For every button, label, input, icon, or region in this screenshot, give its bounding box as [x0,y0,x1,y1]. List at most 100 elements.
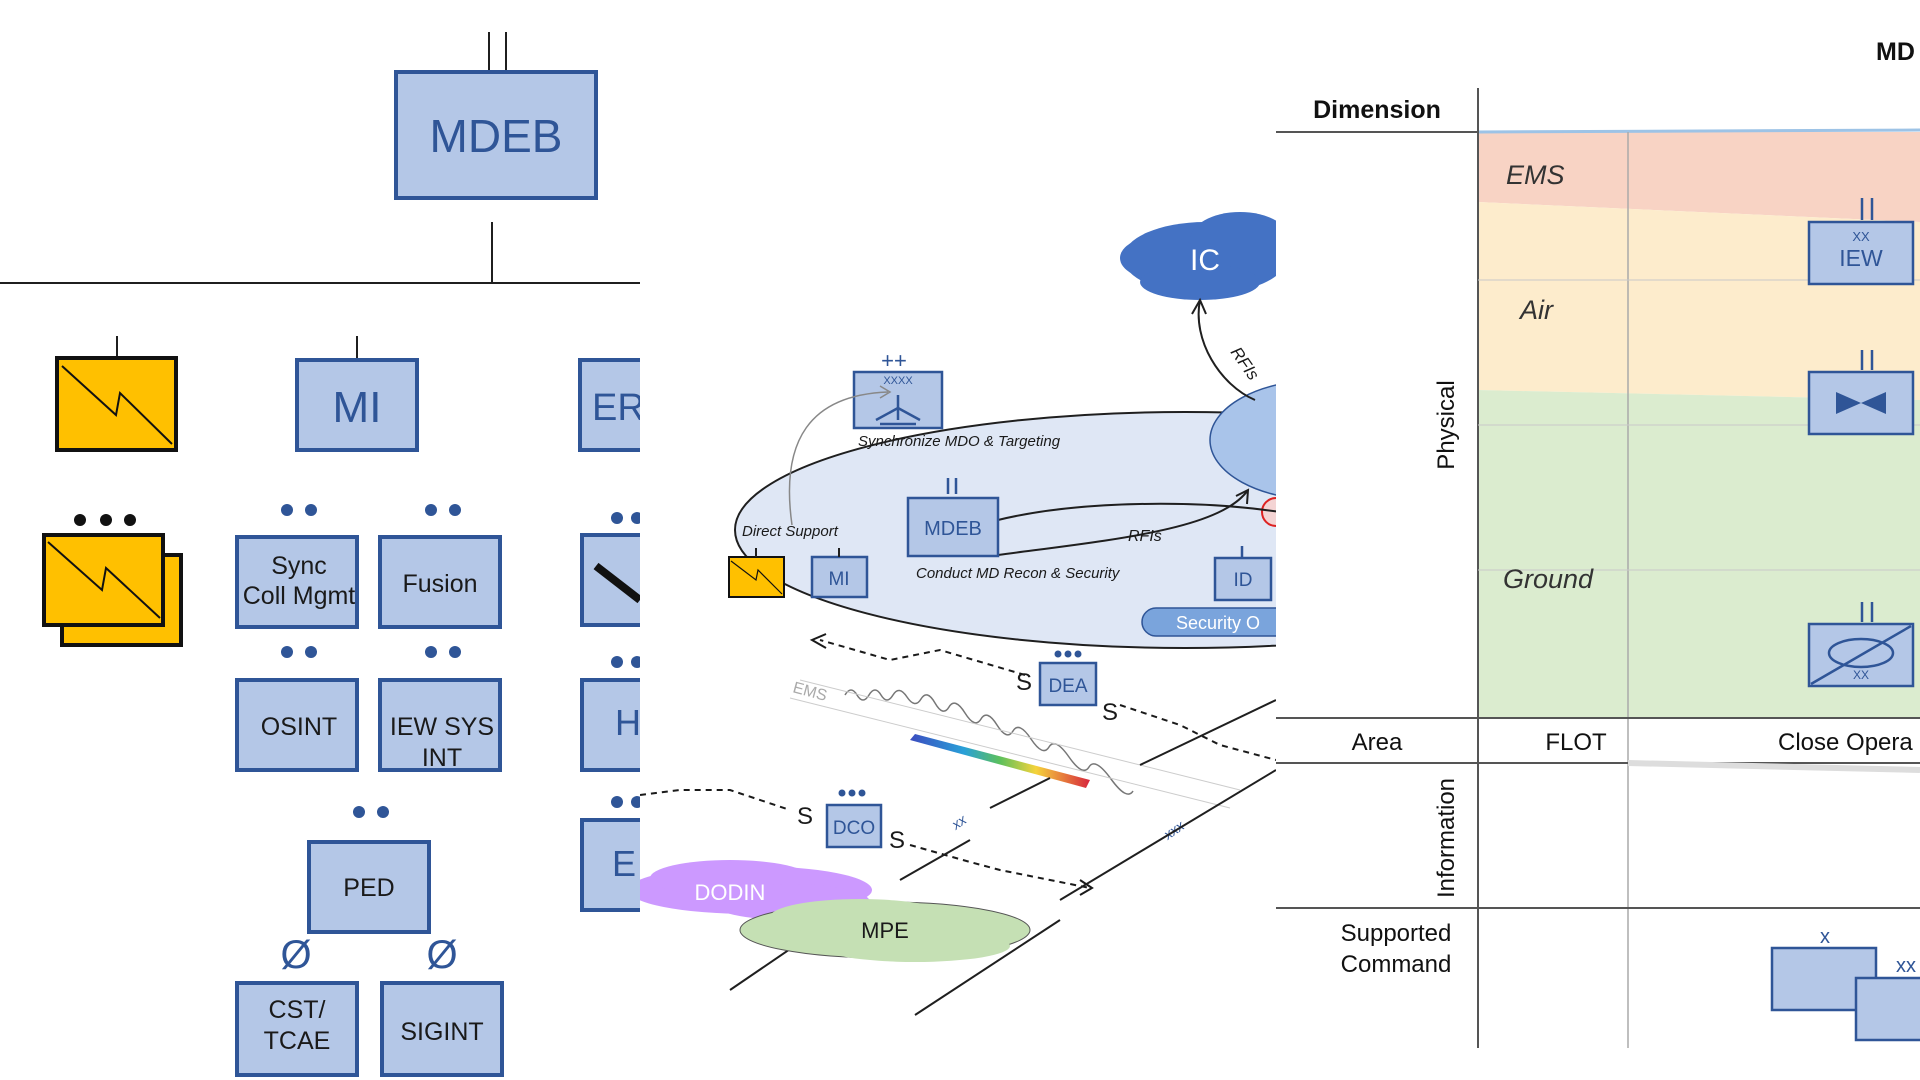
air-row-label: Air [1518,295,1554,325]
mdeb-label: MDEB [430,110,563,162]
sync-coll-mgmt-box[interactable] [235,535,359,629]
h-unit-box[interactable] [580,678,640,772]
boundary-line [1059,769,1276,901]
ems-wave [844,689,1134,795]
echelon-dot [124,514,136,526]
s-label: S [1016,669,1032,696]
er-unit-box[interactable] [578,358,640,452]
xx-marker: xx [948,811,970,833]
ems-label: EMS [791,679,829,704]
sync-symbol-icon [875,395,921,426]
s-label: S [889,827,905,854]
sync-mdo-caption: Synchronize MDO & Targeting [858,433,1061,450]
mpe-label: MPE [861,918,909,943]
ped-label: PED [343,874,394,902]
xxx-marker: xxx [1160,817,1188,843]
spectrum-bar [910,734,1090,788]
security-pill[interactable] [1141,607,1276,637]
security-label: Security O [1176,613,1260,633]
null-symbol: Ø [280,933,311,977]
information-label: Information [1433,778,1460,898]
mdeb-small-box[interactable] [906,496,1000,558]
sync-label-line1: Sync [271,552,327,580]
mdeb-small-label: MDEB [924,518,982,540]
recon-caption: Conduct MD Recon & Security [916,565,1121,582]
osint-label: OSINT [261,713,337,741]
dea-dashed-line [819,639,1026,676]
direct-support-label: Direct Support [742,523,839,540]
partial-symbol [593,562,640,604]
ic-cloud[interactable] [1120,212,1276,300]
dimension-matrix-panel: MD Dimension EMS Air Ground Physical Are… [1276,0,1920,1080]
dea-box[interactable] [1038,661,1098,707]
ground-row-label: Ground [1503,564,1594,594]
sigint-box[interactable] [380,981,504,1077]
supported-unit-box-2[interactable] [1854,976,1920,1042]
bowtie-icon [1861,392,1886,414]
ground-unit-echelon: XX [1853,668,1869,682]
ems-band [1478,132,1920,222]
lightning-icon [730,560,783,595]
plus-echelon: ++ [881,348,907,373]
fusion-box[interactable] [378,535,502,629]
sigint-label: SIGINT [400,1018,483,1046]
direct-support-arrow [788,391,889,526]
boundary-line [899,839,971,881]
dimension-matrix: MD Dimension EMS Air Ground Physical Are… [1276,38,1920,1048]
mpe-cloud[interactable] [739,899,1031,962]
operations-diagram: IC RFIs RFIs ++ XXXX Synchronize MDO & T… [640,212,1276,1016]
e-label: E [612,843,636,884]
arrow-head [879,385,892,399]
boundary-line [1139,699,1276,766]
ems-band-edge [799,679,1241,791]
iew-label-line1: IEW SYS [390,713,494,741]
e-unit-box[interactable] [580,818,640,912]
x-echelon: x [1820,926,1830,948]
lightning-icon [47,541,161,619]
dco-box[interactable] [825,803,883,849]
id-box[interactable] [1213,556,1273,602]
osint-box[interactable] [235,678,359,772]
mi-unit-box[interactable] [295,358,419,452]
sigint-unit-icon[interactable] [55,356,178,452]
ellipse-icon [1827,637,1895,669]
supported-line1: Supported [1341,920,1452,947]
top-edge [1477,128,1920,134]
sync-label-line2: Coll Mgmt [243,582,356,610]
er-label: ER [592,387,640,429]
org-chart: MDEB MI ER Sync Coll Mgmt Fusion OSINT I… [0,32,640,1077]
flot-label: FLOT [1545,729,1607,756]
rfis-label-top: RFIs [1227,343,1263,384]
operations-area-ellipse [734,411,1276,649]
iew-sys-int-box[interactable] [378,678,502,772]
lightning-icon [61,365,173,445]
close-operations-label: Close Opera [1778,729,1913,756]
ped-box[interactable] [307,840,431,934]
title-fragment: MD [1876,38,1915,66]
h-label: H [615,702,640,743]
boundary-line [989,777,1051,809]
xxxx-label: XXXX [883,375,913,387]
dodin-label: DODIN [695,880,766,905]
target-marker [1261,497,1276,527]
bowtie-icon [1836,392,1861,414]
ems-row-label: EMS [1506,160,1565,190]
rfis-label-bottom: RFIs [1128,528,1162,545]
null-symbol: Ø [426,933,457,977]
org-chart-panel: MDEB MI ER Sync Coll Mgmt Fusion OSINT I… [0,0,640,1080]
arrow-head [1235,488,1250,505]
id-label: ID [1234,570,1253,591]
dco-dashed-line-right [909,844,1091,889]
ems-band-edge [789,697,1231,809]
s-label: S [797,803,813,830]
dea-dashed-line-right [1119,704,1276,761]
mdeb-unit-box[interactable] [394,70,598,200]
iew-unit-box[interactable] [1807,220,1915,286]
inner-ellipse [1209,384,1276,496]
cst-label-line2: TCAE [264,1027,331,1055]
arrow-head [1079,879,1094,896]
supported-line2: Command [1341,951,1452,978]
cst-tcae-box[interactable] [235,981,359,1077]
mi-small-label: MI [828,569,849,590]
rfis-arrow-bottom [997,489,1249,556]
